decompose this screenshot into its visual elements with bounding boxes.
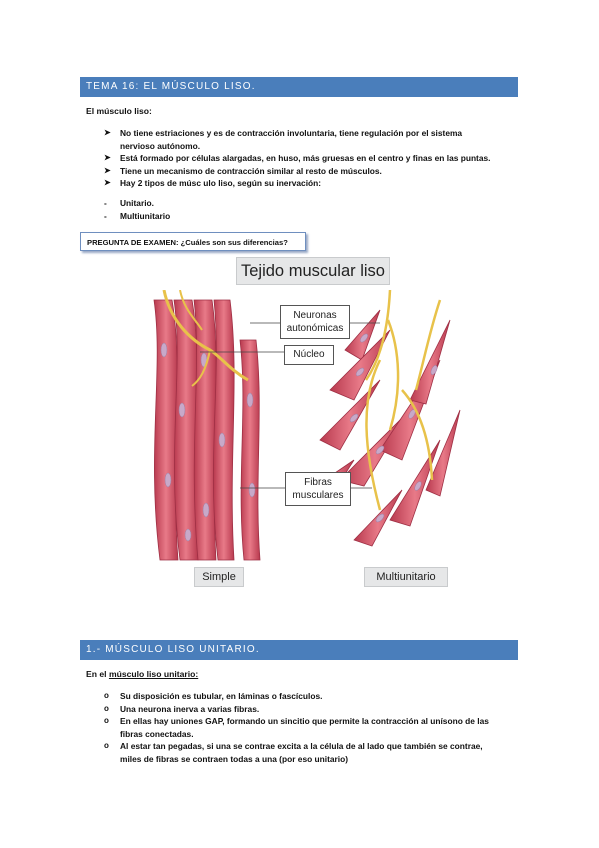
callout-lines xyxy=(200,322,380,489)
list-item: - Multiunitario xyxy=(104,210,171,221)
list-item: o Su disposición es tubular, en láminas … xyxy=(104,691,323,701)
section-title: 1.- MÚSCULO LISO UNITARIO. xyxy=(86,644,260,655)
circle-bullet-icon: o xyxy=(104,741,109,751)
multiunit-nerves xyxy=(364,290,442,511)
intro-label: El músculo liso: xyxy=(86,106,152,116)
list-item: ➤ No tiene estriaciones y es de contracc… xyxy=(104,128,463,151)
list-item: o Una neurona inerva a varias fibras. xyxy=(104,703,260,714)
arrow-bullet-icon: ➤ xyxy=(104,178,111,188)
circle-bullet-icon: o xyxy=(104,691,109,700)
caption-multiunit: Multiunitario xyxy=(364,567,448,587)
smooth-muscle-illustration xyxy=(153,290,461,561)
types-list: - Unitario. - Multiunitario xyxy=(104,197,404,222)
circle-bullet-icon: o xyxy=(104,716,109,726)
caption-simple: Simple xyxy=(194,567,244,587)
list-item: o En ellas hay uniones GAP, formando un … xyxy=(104,716,489,739)
arrow-bullet-icon: ➤ xyxy=(104,153,111,163)
callout-fibers: Fibras musculares xyxy=(285,472,351,506)
figure-title: Tejido muscular liso xyxy=(236,257,390,285)
circle-bullet-icon: o xyxy=(104,703,109,713)
section-header-tema16: TEMA 16: EL MÚSCULO LISO. xyxy=(80,77,518,97)
list-item: ➤ Hay 2 tipos de músc ulo liso, según su… xyxy=(104,178,322,189)
exam-question-text: PREGUNTA DE EXAMEN: ¿Cuáles son sus dife… xyxy=(87,238,288,247)
arrow-bullet-icon: ➤ xyxy=(104,165,111,175)
callout-neurons: Neuronas autonómicas xyxy=(280,305,350,339)
multiunit-fibers xyxy=(309,309,461,547)
section-header-unitario: 1.- MÚSCULO LISO UNITARIO. xyxy=(80,640,518,660)
list-item: ➤ Está formado por células alargadas, en… xyxy=(104,153,491,164)
list-item: - Unitario. xyxy=(104,198,154,208)
unitary-fibers xyxy=(153,290,261,561)
unitary-intro: En el músculo liso unitario: xyxy=(86,669,199,679)
dash-bullet-icon: - xyxy=(104,198,107,208)
unitary-list: o Su disposición es tubular, en láminas … xyxy=(104,690,524,766)
dash-bullet-icon: - xyxy=(104,210,107,221)
features-list: ➤ No tiene estriaciones y es de contracc… xyxy=(104,127,524,190)
arrow-bullet-icon: ➤ xyxy=(104,128,111,137)
exam-question-box: PREGUNTA DE EXAMEN: ¿Cuáles son sus dife… xyxy=(80,232,306,251)
list-item: o Al estar tan pegadas, si una se contra… xyxy=(104,741,483,764)
section-title: TEMA 16: EL MÚSCULO LISO. xyxy=(86,81,256,92)
callout-nucleus: Núcleo xyxy=(284,345,334,365)
list-item: ➤ Tiene un mecanismo de contracción simi… xyxy=(104,165,382,176)
